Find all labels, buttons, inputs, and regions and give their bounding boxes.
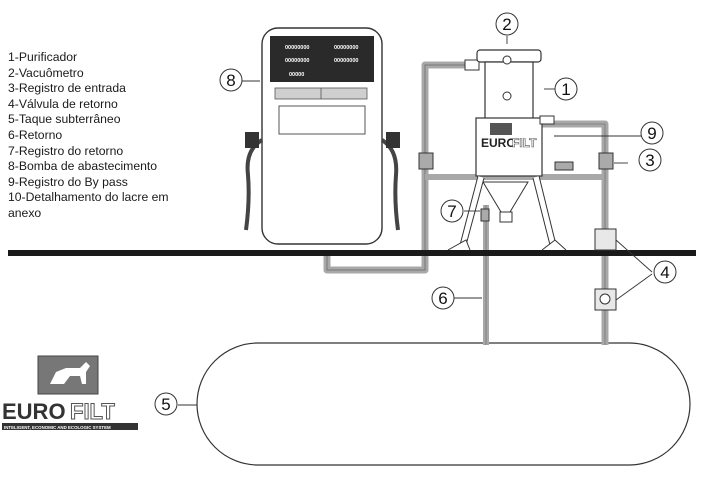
legend-item-8: 8-Bomba de abastecimento: [8, 159, 158, 174]
legend-item-5: 5-Taque subterrâneo: [8, 112, 121, 127]
svg-text:4: 4: [660, 263, 669, 282]
svg-text:8: 8: [226, 71, 235, 90]
left-nozzle: [245, 132, 259, 148]
logo-tagline: INTELIGENT, ECONOMIC AND ECOLOGIC SYSTEM: [4, 425, 111, 430]
ground-line: [8, 250, 696, 256]
display-row2-right: 00000000: [334, 58, 358, 64]
left-register: [418, 152, 434, 170]
bypass-pipe-outline: [540, 123, 606, 345]
eurofilt-logo: EURO FILT INTELIGENT, ECONOMIC AND ECOLO…: [2, 355, 138, 430]
pump-display: [270, 36, 374, 82]
return-register: [480, 208, 490, 222]
legend: 1-Purificador 2-Vacuômetro 3-Registro de…: [8, 50, 169, 222]
callout-9: 9: [640, 121, 664, 145]
svg-text:5: 5: [161, 395, 170, 414]
callout-6: 6: [431, 286, 455, 310]
supply-pipe-outline: [326, 64, 470, 271]
right-hose: [380, 138, 400, 231]
purifier-leg-right: [532, 175, 557, 246]
fuel-pump: 00000000 00000000 00000000 00000000 0000…: [244, 27, 400, 245]
legend-item-10-cont: anexo: [8, 205, 42, 220]
svg-text:6: 6: [438, 289, 447, 308]
display-row1-right: 00000000: [334, 45, 358, 51]
gauge-icon: [599, 293, 611, 305]
leader-lines: [178, 36, 653, 406]
logo-filt: FILT: [70, 399, 115, 424]
legend-item-6: 6-Retorno: [8, 127, 63, 142]
return-valve-box: [594, 228, 617, 251]
purifier-body: [484, 61, 534, 121]
display-row1-left: 00000000: [285, 45, 309, 51]
callout-1: 1: [554, 77, 578, 101]
svg-text:2: 2: [502, 15, 511, 34]
callout-8: 8: [219, 68, 243, 92]
purifier-leg-left: [459, 175, 485, 246]
callout-7: 7: [440, 199, 464, 223]
callout-2: 2: [495, 12, 519, 36]
legend-item-1: 1-Purificador: [8, 50, 78, 64]
legend-item-4: 4-Válvula de retorno: [8, 96, 118, 111]
right-nozzle: [386, 132, 400, 148]
pump-window: [278, 105, 366, 135]
svg-text:7: 7: [447, 202, 456, 221]
svg-text:1: 1: [561, 80, 570, 99]
bypass-register: [554, 161, 574, 171]
legend-item-10: 10-Detalhamento do lacre em: [8, 190, 169, 205]
svg-text:9: 9: [647, 124, 656, 143]
display-row3: 00000: [289, 72, 304, 78]
callout-3: 3: [638, 148, 662, 172]
purifier-filt: FILT: [512, 136, 537, 150]
horse-icon: [50, 362, 90, 384]
purifier-cone: [482, 181, 529, 213]
purifier: EURO FILT: [447, 49, 567, 251]
purifier-euro: EURO: [481, 136, 516, 150]
purifier-horse-logo: [490, 123, 512, 135]
legend-item-7: 7-Registro do retorno: [8, 143, 124, 158]
legend-item-2: 2-Vacuômetro: [8, 65, 84, 80]
logo-tagline-bar: [2, 423, 138, 430]
inlet-register: [598, 152, 614, 170]
callout-5: 5: [154, 392, 178, 416]
display-row2-left: 00000000: [285, 58, 309, 64]
left-hose: [244, 138, 264, 231]
legend-item-3: 3-Registro de entrada: [8, 81, 126, 96]
legend-item-9: 9-Registro do By pass: [8, 174, 128, 189]
callout-4: 4: [653, 260, 677, 284]
logo-euro: EURO: [2, 399, 66, 424]
underground-tank: [196, 342, 691, 466]
svg-text:3: 3: [645, 151, 654, 170]
